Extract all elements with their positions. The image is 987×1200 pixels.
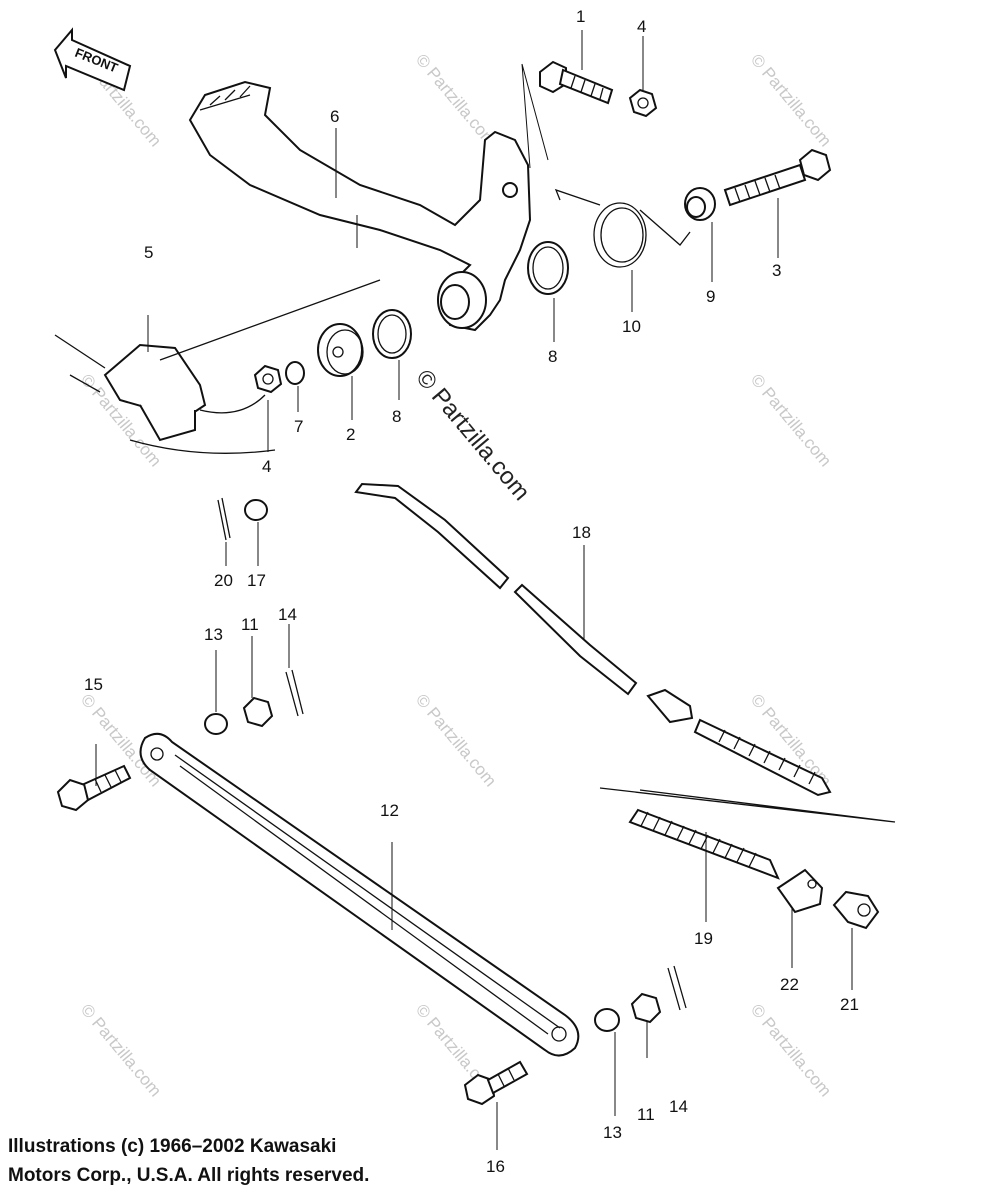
nut-part: [253, 364, 283, 394]
copyright-notice: Illustrations (c) 1966–2002 Kawasaki Mot…: [8, 1132, 369, 1190]
part-number: 11: [241, 615, 259, 634]
brake-rod-part: [354, 482, 694, 724]
nut-part: [630, 992, 662, 1024]
o-ring-part: [372, 309, 412, 359]
watermark: © Partzilla.com: [747, 1000, 835, 1100]
bolt-part: [539, 60, 614, 105]
part-number: 7: [294, 417, 303, 436]
part-labels: 1 4 6 3 9 10 8 5 4 7 2 8 18 20 17 13 11 …: [84, 7, 859, 1176]
trunnion-part: [776, 868, 824, 914]
adjuster-spring-part: [599, 787, 896, 880]
part-number: 13: [204, 625, 223, 644]
watermark-center: © Partzilla.com: [410, 365, 535, 506]
nut-part: [242, 696, 274, 728]
copyright-line: Illustrations (c) 1966–2002 Kawasaki: [8, 1136, 337, 1157]
part-number: 12: [380, 801, 399, 820]
part-number: 5: [144, 243, 153, 262]
watermark: © Partzilla.com: [412, 50, 500, 150]
part-number: 10: [622, 317, 641, 336]
o-ring-part: [527, 241, 569, 295]
part-number: 11: [637, 1105, 655, 1124]
part-number: 6: [330, 107, 339, 126]
part-number: 21: [840, 995, 859, 1014]
part-number: 14: [278, 605, 297, 624]
part-number: 16: [486, 1157, 505, 1176]
frame-bracket-part: [54, 279, 381, 454]
return-spring-part: [554, 188, 691, 268]
part-number: 18: [572, 523, 591, 542]
watermark: © Partzilla.com: [412, 690, 500, 790]
lock-washer-part: [285, 361, 305, 385]
washer-part: [244, 499, 268, 521]
adjusting-nut-part: [832, 890, 880, 930]
part-number: 4: [262, 457, 271, 476]
cotter-pin-part: [217, 497, 231, 541]
part-number: 4: [637, 17, 646, 36]
watermark: © Partzilla.com: [747, 50, 835, 150]
part-number: 1: [576, 7, 585, 26]
copyright-line: Motors Corp., U.S.A. All rights reserved…: [8, 1165, 370, 1186]
watermark: © Partzilla.com: [77, 1000, 165, 1100]
part-number: 20: [214, 571, 233, 590]
collar-part: [684, 187, 716, 221]
watermark: © Partzilla.com: [747, 370, 835, 470]
part-number: 3: [772, 261, 781, 280]
part-number: 8: [548, 347, 557, 366]
part-number: 8: [392, 407, 401, 426]
washer-part: [204, 713, 228, 735]
threaded-adjuster-part: [693, 718, 832, 797]
part-number: 19: [694, 929, 713, 948]
washer-part: [594, 1008, 620, 1032]
leader-lines: [95, 30, 853, 1150]
part-number: 2: [346, 425, 355, 444]
tension-rod-bolt-part: [56, 764, 132, 812]
cotter-pin-part: [667, 965, 687, 1011]
brake-pedal-part: [188, 80, 532, 332]
part-number: 15: [84, 675, 103, 694]
part-number: 17: [247, 571, 266, 590]
dust-cap-part: [317, 323, 364, 377]
pivot-bolt-part: [723, 148, 832, 207]
tension-rod-part: [139, 732, 580, 1057]
part-number: 13: [603, 1123, 622, 1142]
rear-bolt-part: [463, 1060, 529, 1106]
nut-part: [628, 88, 658, 118]
part-number: 14: [669, 1097, 688, 1116]
cotter-pin-part: [285, 669, 304, 717]
part-number: 22: [780, 975, 799, 994]
part-number: 9: [706, 287, 715, 306]
